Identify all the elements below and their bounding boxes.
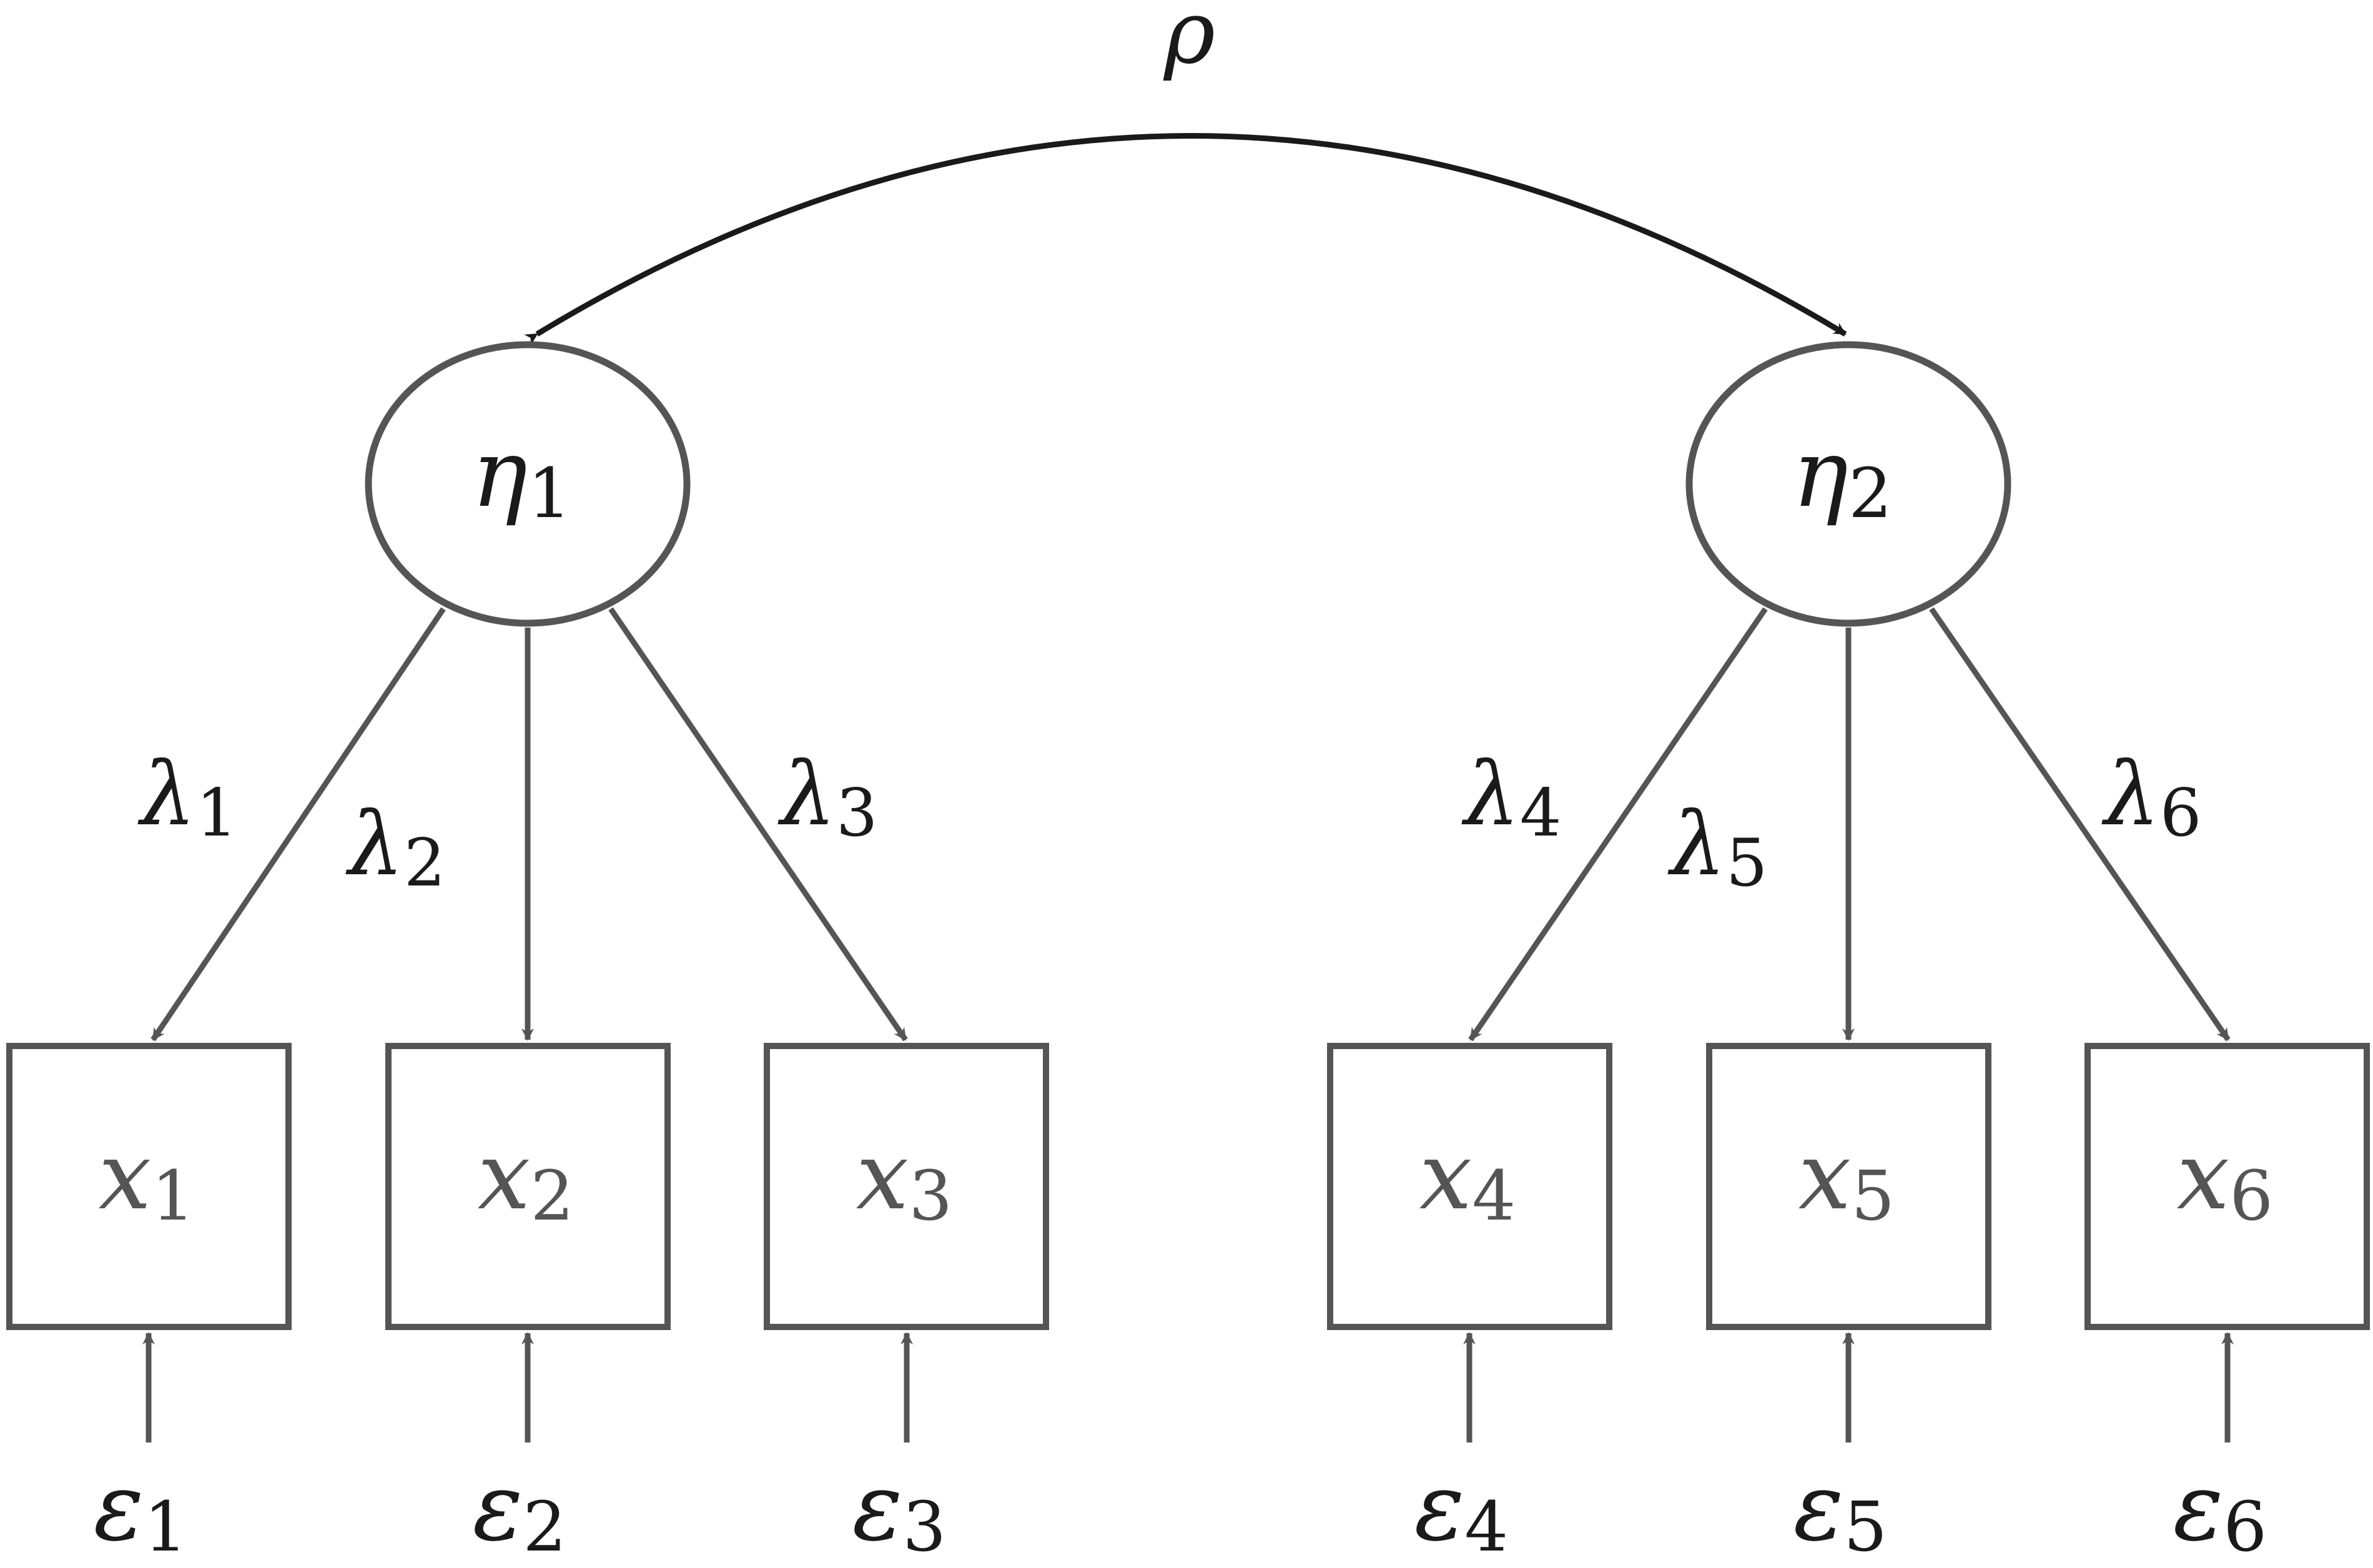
error-symbol-2: ε [473, 1453, 523, 1562]
indicator-subscript-3: 3 [909, 1156, 952, 1236]
error-label-1: ε1 [94, 1453, 188, 1567]
indicator-label-6: x6 [2177, 1122, 2274, 1236]
error-label-4: ε4 [1414, 1453, 1509, 1567]
indicator-symbol-6: x [2177, 1122, 2230, 1231]
indicator-symbol-2: x [478, 1122, 531, 1231]
indicator-symbol-5: x [1798, 1122, 1852, 1231]
loading-subscript-3: 3 [836, 775, 878, 851]
error-subscript-6: 6 [2223, 1487, 2267, 1567]
loading-symbol-2: λ [345, 794, 404, 895]
factor-node-1 [365, 341, 691, 627]
loading-subscript-4: 4 [1520, 775, 1562, 851]
loading-label-6: λ6 [2101, 744, 2202, 851]
factor-subscript-1: 1 [528, 453, 571, 533]
loading-symbol-3: λ [777, 744, 836, 846]
loading-path-3 [608, 607, 908, 1042]
indicator-box-2 [385, 1043, 671, 1330]
indicator-label-3: x3 [856, 1122, 953, 1236]
error-subscript-2: 2 [523, 1487, 566, 1567]
indicator-box-3 [764, 1043, 1049, 1330]
correlation-arrow [524, 133, 1847, 345]
error-symbol-3: ε [852, 1453, 903, 1562]
loading-path-6 [1929, 607, 2231, 1042]
factor-symbol-1: η [471, 420, 528, 528]
factor-symbol-2: η [1792, 420, 1848, 528]
error-symbol-5: ε [1793, 1453, 1844, 1562]
loading-path-1 [150, 607, 446, 1042]
indicator-symbol-1: x [99, 1122, 152, 1231]
error-symbol-6: ε [2173, 1453, 2224, 1562]
error-label-5: ε5 [1793, 1453, 1888, 1567]
loading-subscript-2: 2 [404, 825, 446, 901]
loading-label-2: λ2 [345, 794, 446, 901]
indicator-box-6 [2084, 1043, 2370, 1330]
error-symbol-1: ε [94, 1453, 144, 1562]
indicator-subscript-6: 6 [2229, 1156, 2273, 1236]
loading-label-1: λ1 [137, 744, 238, 851]
loading-label-5: λ5 [1667, 794, 1768, 901]
loading-symbol-4: λ [1461, 744, 1520, 846]
indicator-box-1 [6, 1043, 292, 1330]
loading-label-3: λ3 [777, 744, 878, 851]
error-label-6: ε6 [2173, 1453, 2267, 1567]
correlation-label: ρ [1163, 0, 1215, 84]
indicator-box-4 [1327, 1043, 1612, 1330]
loading-subscript-5: 5 [1726, 825, 1768, 901]
error-label-2: ε2 [473, 1453, 567, 1567]
indicator-box-5 [1706, 1043, 1991, 1330]
error-subscript-1: 1 [144, 1487, 187, 1567]
indicator-subscript-5: 5 [1851, 1156, 1895, 1236]
indicator-symbol-3: x [856, 1122, 909, 1231]
factor-node-2 [1685, 341, 2011, 627]
error-subscript-3: 3 [902, 1487, 946, 1567]
indicator-label-4: x4 [1419, 1122, 1516, 1236]
error-subscript-4: 4 [1464, 1487, 1508, 1567]
indicator-subscript-4: 4 [1472, 1156, 1516, 1236]
correlation-symbol: ρ [1163, 0, 1215, 84]
indicator-subscript-1: 1 [151, 1156, 195, 1236]
loading-path-4 [1468, 607, 1768, 1042]
loading-symbol-1: λ [137, 744, 196, 846]
loading-label-4: λ4 [1461, 744, 1562, 851]
factor-label-2: η2 [1792, 420, 1892, 533]
error-label-3: ε3 [852, 1453, 947, 1567]
factor-subscript-2: 2 [1848, 453, 1892, 533]
loading-symbol-6: λ [2101, 744, 2160, 846]
loading-symbol-5: λ [1667, 794, 1726, 895]
factor-label-1: η1 [471, 420, 571, 533]
indicator-label-5: x5 [1798, 1122, 1895, 1236]
indicator-label-2: x2 [478, 1122, 575, 1236]
loading-subscript-6: 6 [2160, 775, 2202, 851]
loading-subscript-1: 1 [196, 775, 238, 851]
error-subscript-5: 5 [1843, 1487, 1887, 1567]
indicator-subscript-2: 2 [530, 1156, 574, 1236]
error-symbol-4: ε [1414, 1453, 1465, 1562]
indicator-label-1: x1 [99, 1122, 195, 1236]
indicator-symbol-4: x [1419, 1122, 1473, 1231]
